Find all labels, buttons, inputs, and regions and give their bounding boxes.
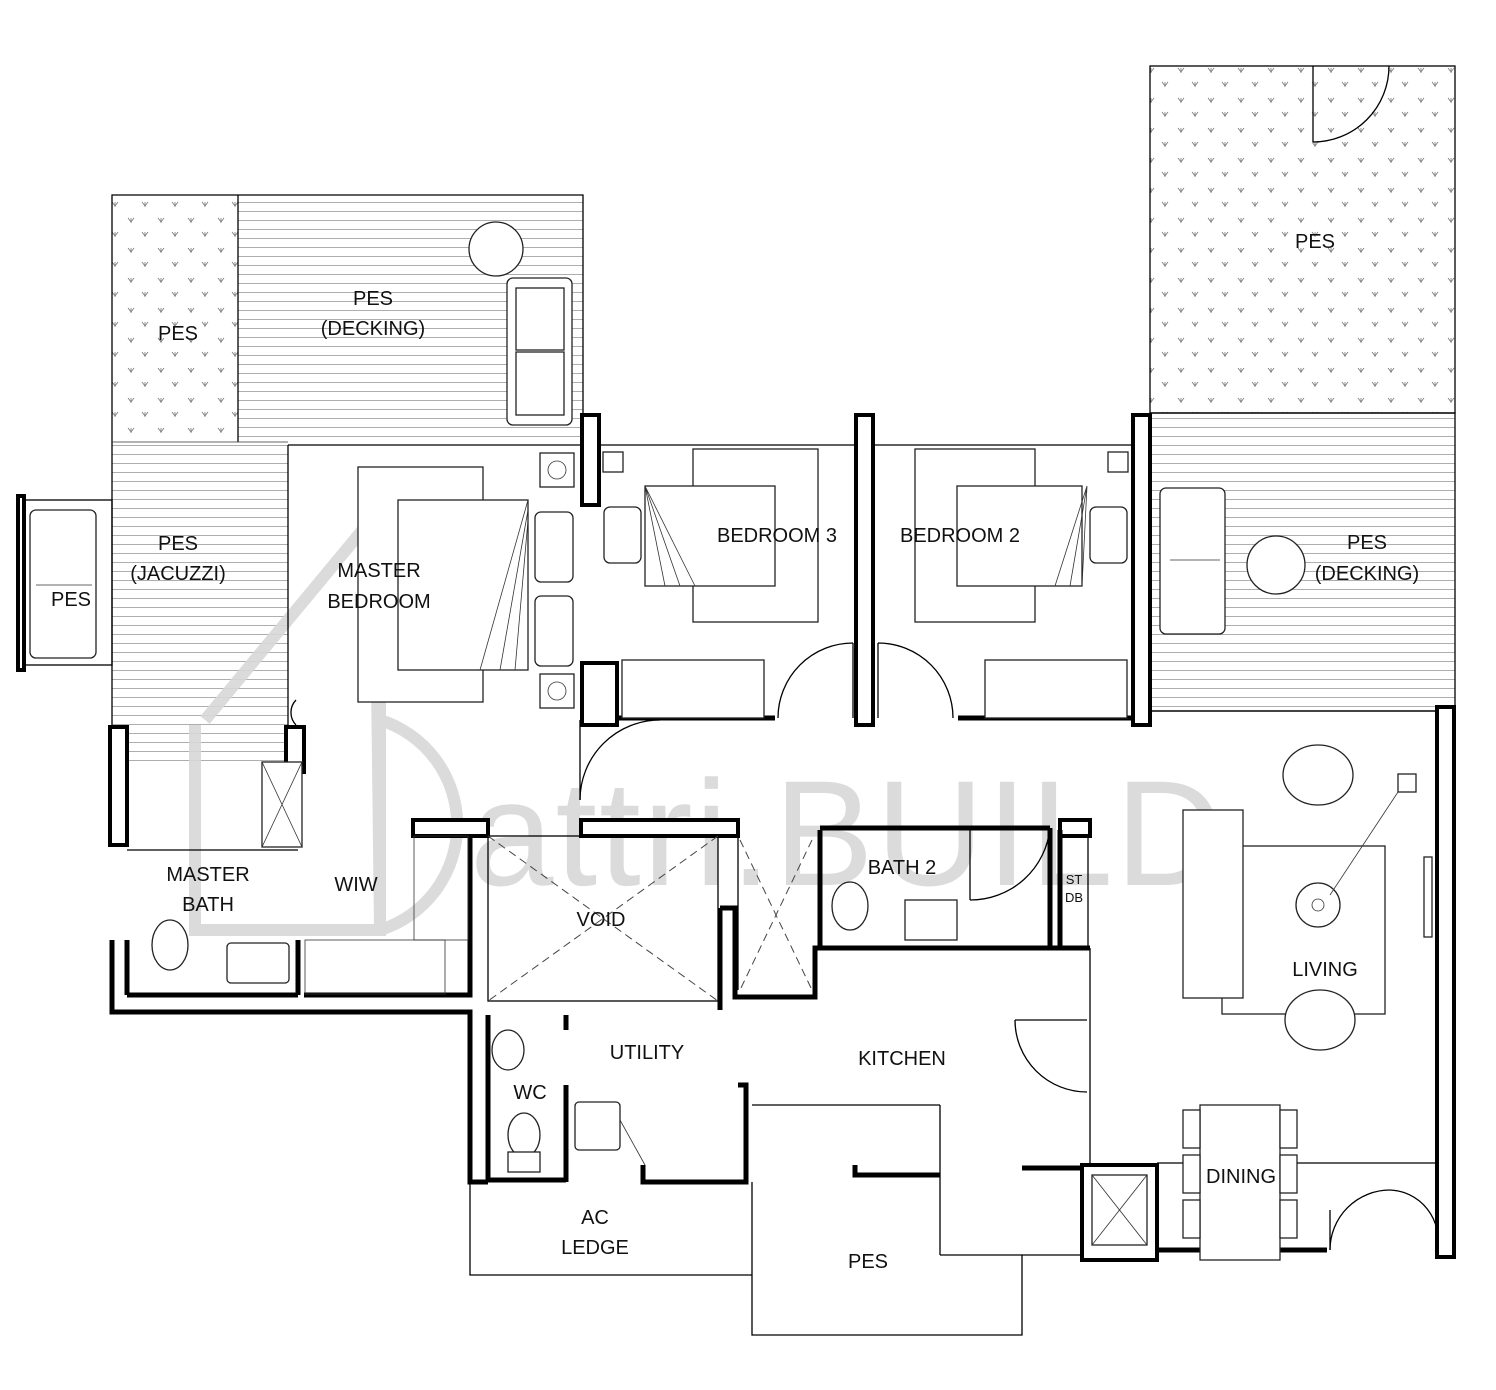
doors: [290, 642, 1439, 1251]
sink-icon: [904, 899, 958, 941]
round-table-icon: [468, 221, 524, 277]
label-ac: AC: [581, 1207, 609, 1229]
label-pes-left: PES: [158, 323, 198, 345]
label-st: ST: [1066, 872, 1083, 887]
label-wc: WC: [513, 1082, 546, 1104]
label-pes-top-right: PES: [1295, 231, 1335, 253]
label-bedroom-3: BEDROOM 3: [717, 525, 837, 547]
label-pes-decking-right: PES: [1347, 532, 1387, 554]
sink-icon: [226, 942, 290, 984]
furniture: [29, 221, 1433, 1261]
label-kitchen: KITCHEN: [858, 1048, 946, 1070]
door-pes-top: [1312, 65, 1390, 143]
label-master-bath-1: MASTER: [166, 864, 249, 886]
toilet-icon: [151, 919, 189, 971]
toilet-icon: [831, 881, 869, 931]
label-pes-far-left: PES: [51, 589, 91, 611]
label-pes-bottom: PES: [848, 1251, 888, 1273]
rug-icon: [1221, 845, 1386, 1015]
label-pes-jacuzzi: PES: [158, 533, 198, 555]
label-pes-decking-left-sub: (DECKING): [321, 318, 425, 340]
label-ledge: LEDGE: [561, 1237, 629, 1259]
label-wiw: WIW: [334, 874, 377, 896]
label-dining: DINING: [1206, 1166, 1276, 1188]
label-living: LIVING: [1292, 959, 1358, 981]
label-void: VOID: [577, 909, 626, 931]
label-db: DB: [1065, 890, 1083, 905]
label-utility: UTILITY: [610, 1042, 684, 1064]
label-bath-2: BATH 2: [868, 857, 937, 879]
tv-icon: [1423, 856, 1433, 938]
label-master-bedroom-2: BEDROOM: [327, 591, 430, 613]
label-bedroom-2: BEDROOM 2: [900, 525, 1020, 547]
sofa-icon: [1182, 809, 1244, 999]
label-pes-decking-left: PES: [353, 288, 393, 310]
dining-table-icon: [1199, 1104, 1281, 1261]
label-master-bedroom-1: MASTER: [337, 560, 420, 582]
room-labels: PES PES PES (DECKING) PES (JACUZZI) PES …: [51, 231, 1419, 1273]
label-master-bath-2: BATH: [182, 894, 234, 916]
lounge-chair-icon: [29, 509, 97, 659]
label-pes-decking-right-sub: (DECKING): [1315, 563, 1419, 585]
label-pes-jacuzzi-sub: (JACUZZI): [130, 563, 226, 585]
